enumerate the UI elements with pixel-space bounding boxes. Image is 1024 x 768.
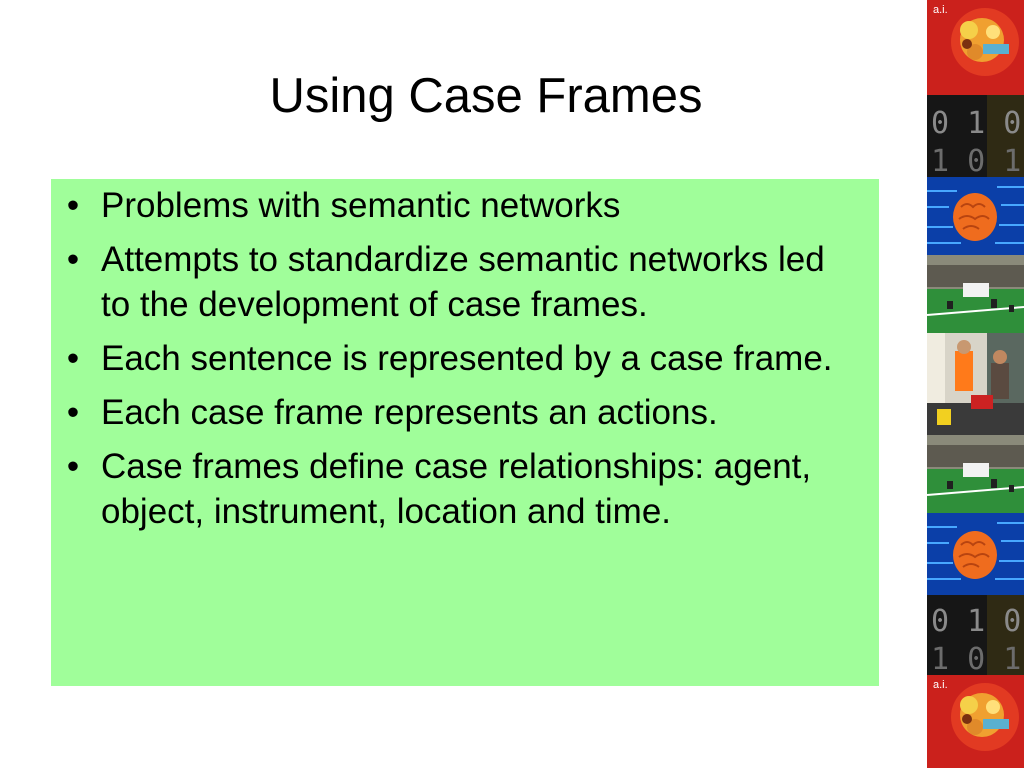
binary-top-text: 0 1 0 1 0 — [931, 604, 1024, 639]
decorative-image-strip: a.i. 0 1 0 1 0 1 0 1 0 — [927, 0, 1024, 768]
bullet-item: • Attempts to standardize semantic networ… — [51, 237, 859, 327]
ai-head-icon: a.i. — [927, 675, 1024, 768]
bullet-icon: • — [66, 447, 80, 486]
bullet-icon: • — [66, 393, 80, 432]
bullet-text: Attempts to standardize semantic network… — [101, 240, 825, 324]
binary-bottom-text: 1 0 1 0 — [931, 642, 1024, 675]
bullet-icon: • — [66, 186, 80, 225]
bullet-text: Each case frame represents an actions. — [101, 393, 718, 432]
bullet-text: Problems with semantic networks — [101, 186, 621, 225]
binary-bottom-text: 1 0 1 0 — [931, 144, 1024, 177]
bullet-list: • Problems with semantic networks • Attemp… — [51, 183, 859, 534]
brain-circuit-image — [927, 513, 1024, 595]
robot-lab-photo-image — [927, 333, 1024, 435]
robot-soccer-field-image — [927, 255, 1024, 333]
bullet-item: • Each sentence is represented by a case … — [51, 336, 859, 381]
bullet-item: • Each case frame represents an actions. — [51, 390, 859, 435]
bullet-item: • Problems with semantic networks — [51, 183, 859, 228]
binary-digits-image: 0 1 0 1 0 1 0 1 0 — [927, 595, 1024, 675]
bullet-text: Case frames define case relationships: a… — [101, 447, 812, 531]
bullet-icon: • — [66, 339, 80, 378]
bullet-text: Each sentence is represented by a case f… — [101, 339, 833, 378]
binary-digits-image: 0 1 0 1 0 1 0 1 0 — [927, 95, 1024, 177]
ai-label: a.i. — [933, 4, 948, 16]
robot-soccer-field-image — [927, 435, 1024, 513]
binary-top-text: 0 1 0 1 0 — [931, 106, 1024, 141]
brain-circuit-image — [927, 177, 1024, 255]
content-box: • Problems with semantic networks • Attemp… — [51, 179, 879, 686]
ai-label: a.i. — [933, 679, 948, 691]
ai-head-icon: a.i. — [927, 0, 1024, 95]
bullet-item: • Case frames define case relationships: … — [51, 444, 859, 534]
slide-title: Using Case Frames — [269, 69, 703, 123]
bullet-icon: • — [66, 240, 80, 279]
